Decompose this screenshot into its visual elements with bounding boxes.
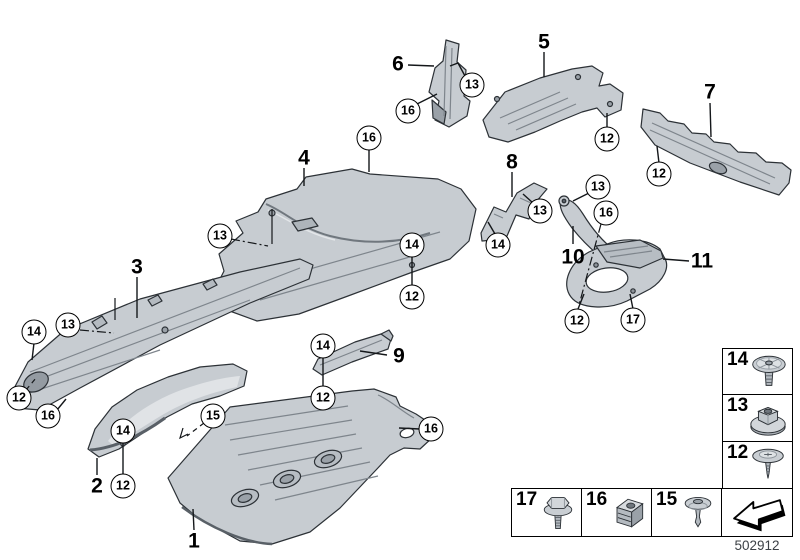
callout-12[interactable]: 12 xyxy=(310,385,336,411)
legend-item-14: 14 xyxy=(722,348,793,395)
legend-item-number: 16 xyxy=(586,489,608,510)
callout-14[interactable]: 14 xyxy=(110,418,136,444)
expanding-rivet-icon xyxy=(752,355,786,386)
legend-item-number: 14 xyxy=(727,349,749,370)
legend-item-number: 17 xyxy=(516,489,538,510)
callout-14[interactable]: 14 xyxy=(399,232,425,258)
callout-15[interactable]: 15 xyxy=(200,403,226,429)
legend-item-13: 13 xyxy=(722,394,793,442)
part-3-underfloor-panel-left xyxy=(9,258,314,411)
callout-17[interactable]: 17 xyxy=(620,307,646,333)
hex-bolt-icon xyxy=(543,496,573,529)
callout-16[interactable]: 16 xyxy=(395,98,421,124)
leader-lines xyxy=(25,52,712,531)
callout-13[interactable]: 13 xyxy=(585,174,611,200)
callout-13[interactable]: 13 xyxy=(459,72,485,98)
part-label-11[interactable]: 11 xyxy=(690,249,714,273)
legend-item-number: 13 xyxy=(727,395,749,416)
callout-12[interactable]: 12 xyxy=(564,308,590,334)
callout-14[interactable]: 14 xyxy=(485,232,511,258)
part-label-3[interactable]: 3 xyxy=(131,255,143,279)
part-label-9[interactable]: 9 xyxy=(393,344,405,368)
push-rivet-icon xyxy=(684,496,712,528)
callout-14[interactable]: 14 xyxy=(21,319,47,345)
part-label-10[interactable]: 10 xyxy=(561,245,585,269)
callout-12[interactable]: 12 xyxy=(110,473,136,499)
part-9-rail-cover xyxy=(312,329,394,376)
callout-16[interactable]: 16 xyxy=(593,200,619,226)
part-label-1[interactable]: 1 xyxy=(188,529,200,553)
direction-arrow-icon xyxy=(733,498,786,531)
callout-12[interactable]: 12 xyxy=(646,161,672,187)
part-label-6[interactable]: 6 xyxy=(392,52,404,76)
part-label-2[interactable]: 2 xyxy=(91,474,103,498)
callout-13[interactable]: 13 xyxy=(527,198,553,224)
part-label-5[interactable]: 5 xyxy=(538,30,550,54)
flange-screw-icon xyxy=(752,448,784,479)
part-11-wheel-arch-trim xyxy=(566,239,668,308)
cage-nut-icon xyxy=(616,498,644,528)
legend-item-17: 17 xyxy=(511,488,582,537)
callout-16[interactable]: 16 xyxy=(35,403,61,429)
part-label-4[interactable]: 4 xyxy=(298,146,310,170)
callout-12[interactable]: 12 xyxy=(6,385,32,411)
callout-16[interactable]: 16 xyxy=(356,125,382,151)
legend-direction-box xyxy=(721,488,793,537)
legend-item-number: 15 xyxy=(656,489,678,510)
part-1-engine-underbody-shield xyxy=(167,388,434,546)
legend-item-number: 12 xyxy=(727,442,749,463)
legend-item-15: 15 xyxy=(651,488,722,537)
part-7-sill-cover xyxy=(640,108,792,196)
legend-item-12: 12 xyxy=(722,441,793,489)
callout-12[interactable]: 12 xyxy=(594,126,620,152)
callout-13[interactable]: 13 xyxy=(207,223,233,249)
callout-14[interactable]: 14 xyxy=(310,333,336,359)
plastic-nut-icon xyxy=(750,406,786,436)
part-label-8[interactable]: 8 xyxy=(506,150,518,174)
part-5-side-member-cover xyxy=(482,65,624,143)
drawing-number: 502912 xyxy=(734,538,780,553)
legend-item-16: 16 xyxy=(581,488,652,537)
callout-13[interactable]: 13 xyxy=(55,312,81,338)
part-label-7[interactable]: 7 xyxy=(704,80,716,104)
callout-12[interactable]: 12 xyxy=(399,284,425,310)
callout-16[interactable]: 16 xyxy=(418,416,444,442)
